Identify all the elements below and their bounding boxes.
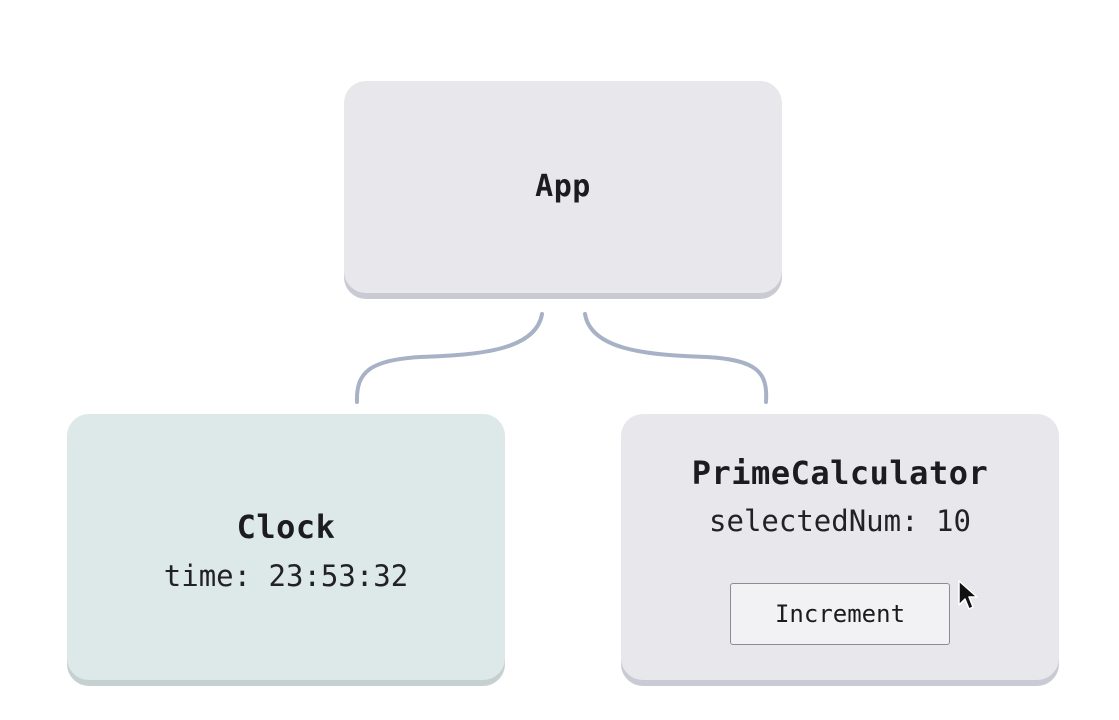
node-app: App bbox=[344, 81, 782, 293]
node-prime-title: PrimeCalculator bbox=[691, 454, 989, 492]
node-clock: Clock time: 23:53:32 bbox=[67, 414, 505, 680]
node-app-title: App bbox=[535, 169, 591, 204]
connector-app-to-prime bbox=[583, 312, 769, 404]
connector-app-to-clock bbox=[354, 312, 544, 404]
node-prime-calculator: PrimeCalculator selectedNum: 10 Incremen… bbox=[621, 414, 1059, 680]
node-clock-title: Clock bbox=[236, 508, 336, 547]
increment-button[interactable]: Increment bbox=[730, 583, 950, 646]
node-prime-state: selectedNum: 10 bbox=[709, 504, 971, 539]
node-clock-state: time: 23:53:32 bbox=[163, 558, 409, 593]
mouse-cursor-icon bbox=[958, 580, 978, 610]
